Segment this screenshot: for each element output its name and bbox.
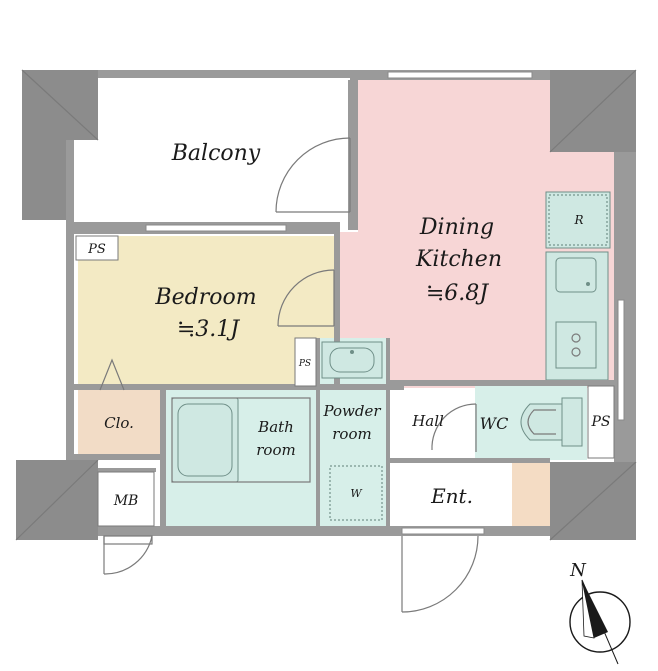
ps-small-box xyxy=(294,337,317,387)
compass-north-label: N xyxy=(569,560,587,581)
wall-powder-hall xyxy=(386,338,390,526)
ps-right-box xyxy=(587,385,615,459)
pillar-top-right xyxy=(550,70,636,176)
wall-bath-powder xyxy=(316,338,320,526)
wall-left xyxy=(66,140,74,460)
ps-bedroom-box xyxy=(75,235,119,261)
washer-label: W xyxy=(350,487,363,500)
wall-clo-bottom xyxy=(74,454,164,460)
ps-small-label: PS xyxy=(298,359,311,369)
washer-space xyxy=(329,465,383,521)
wall-right xyxy=(614,152,636,462)
wc-label: WC xyxy=(480,414,509,433)
dining-kitchen-area-label: ≒6.8J xyxy=(426,281,489,306)
closet-area xyxy=(78,390,160,454)
kitchen-sink xyxy=(555,257,597,293)
bath-label-1: Bath xyxy=(257,418,294,436)
pillar-top-left xyxy=(22,70,98,220)
wall-bed-kitchen xyxy=(334,232,340,388)
refrigerator-space xyxy=(545,191,611,249)
bedroom-area-label: ≒3.1J xyxy=(177,317,240,342)
dining-kitchen-label-2: Kitchen xyxy=(415,247,502,272)
toilet-tank xyxy=(561,397,583,447)
shoe-cabinet xyxy=(512,462,550,526)
powder-label-2: room xyxy=(332,425,371,443)
wall-top-balcony xyxy=(98,70,358,78)
wall-bottom xyxy=(98,526,550,536)
dining-kitchen-area xyxy=(338,80,614,388)
wall-bed-bottom xyxy=(74,384,404,390)
ps-bedroom-label: PS xyxy=(87,242,106,257)
powder-label-1: Powder xyxy=(322,402,381,420)
entrance-label: Ent. xyxy=(430,484,473,508)
refrigerator-label: R xyxy=(573,213,583,227)
mb-label: MB xyxy=(113,493,139,509)
mb-box xyxy=(97,471,155,527)
hall-label: Hall xyxy=(411,412,444,430)
balcony-label: Balcony xyxy=(171,141,261,166)
wall-mb xyxy=(98,468,156,472)
north-compass-icon: N xyxy=(569,560,631,665)
ps-right-label: PS xyxy=(590,414,610,430)
wall-hall-bottom xyxy=(390,458,550,463)
bedroom-label: Bedroom xyxy=(154,285,256,310)
wall-balcony-kitchen xyxy=(348,80,358,230)
kitchen-stove xyxy=(555,321,597,369)
wall-kitchen-bottom xyxy=(388,380,614,386)
closet-label: Clo. xyxy=(104,414,134,432)
bath-label-2: room xyxy=(256,441,295,459)
dining-kitchen-label-1: Dining xyxy=(419,215,494,240)
